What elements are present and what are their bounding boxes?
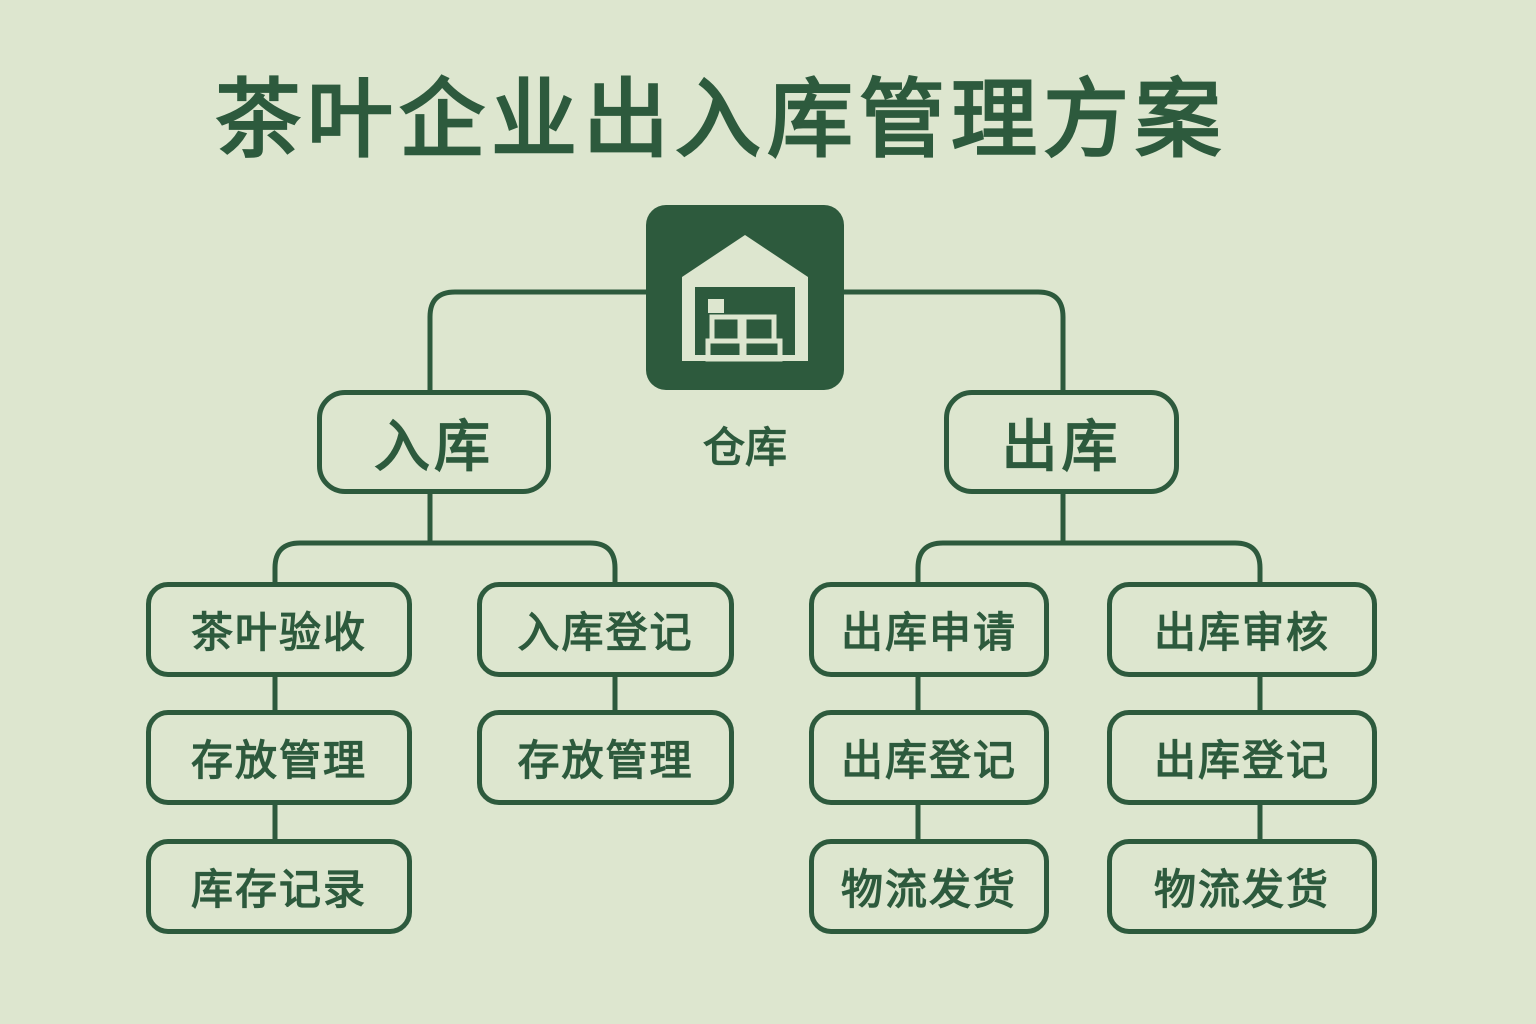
warehouse-icon: [646, 205, 844, 390]
inbound-right-item-2: 存放管理: [477, 710, 734, 805]
outbound-left-item-3: 物流发货: [809, 839, 1049, 934]
inbound-node: 入库: [317, 390, 551, 494]
inbound-left-item-3: 库存记录: [146, 839, 412, 934]
inbound-right-item-1: 入库登记: [477, 582, 734, 677]
inbound-left-item-2: 存放管理: [146, 710, 412, 805]
warehouse-label: 仓库: [702, 423, 787, 472]
outbound-right-item-2: 出库登记: [1107, 710, 1377, 805]
connector-inbound-branches: [272, 540, 618, 582]
inbound-left-item-1: 茶叶验收: [146, 582, 412, 677]
outbound-left-item-1: 出库申请: [809, 582, 1049, 677]
outbound-left-item-2: 出库登记: [809, 710, 1049, 805]
connector-root-outbound: [844, 289, 1066, 392]
outbound-node: 出库: [944, 390, 1179, 494]
page-title: 茶叶企业出入库管理方案: [215, 70, 1227, 170]
connector-outbound-branches: [915, 540, 1263, 582]
outbound-right-item-3: 物流发货: [1107, 839, 1377, 934]
connector-root-inbound: [427, 289, 646, 392]
outbound-right-item-1: 出库审核: [1107, 582, 1377, 677]
